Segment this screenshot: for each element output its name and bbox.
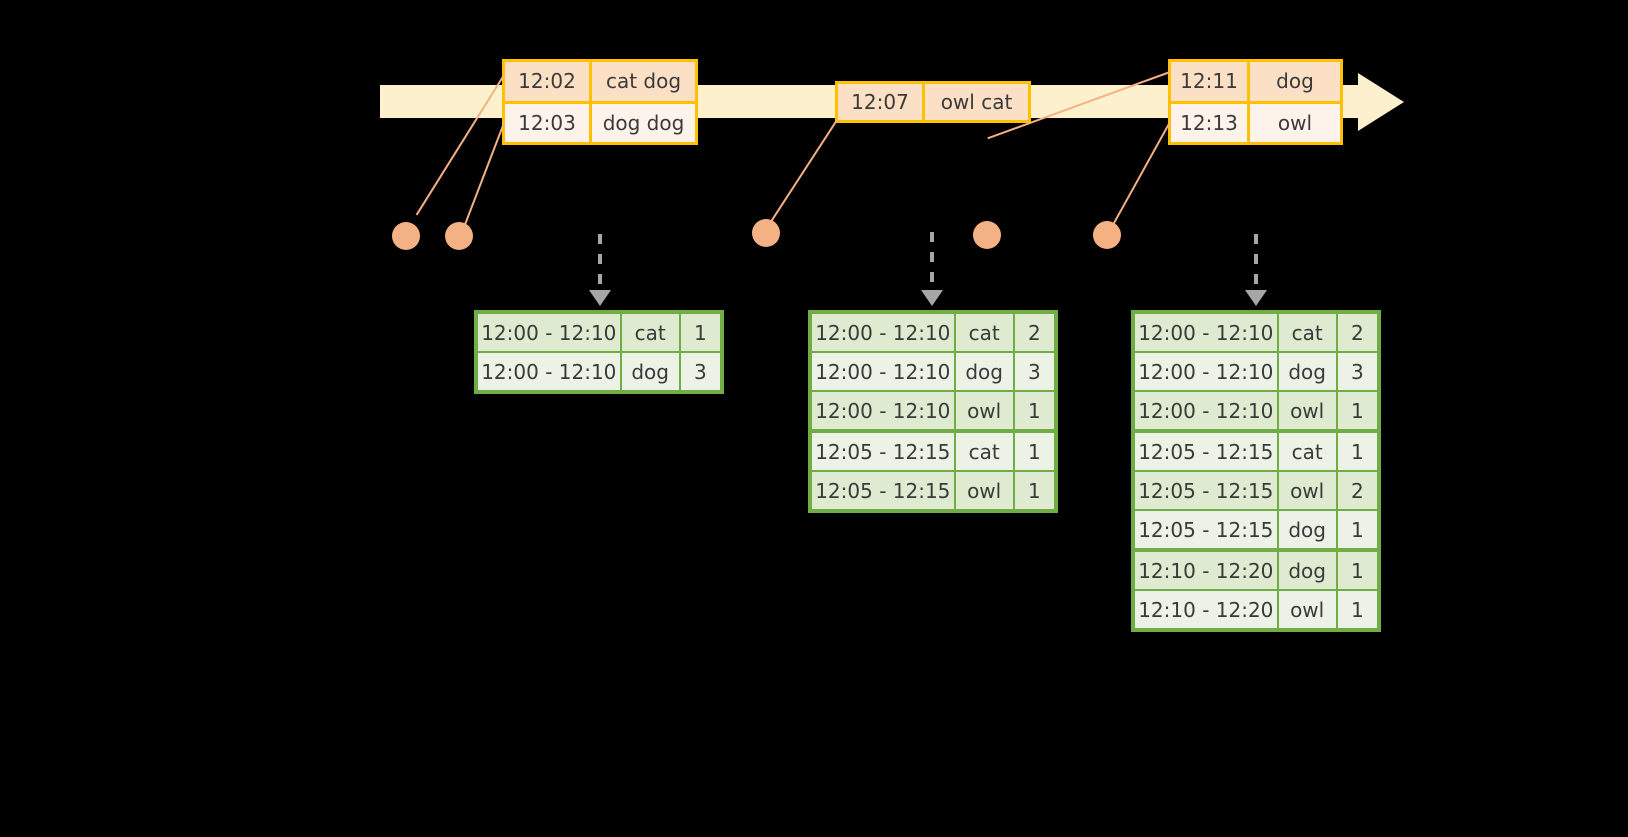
key-cell: cat xyxy=(1279,314,1338,351)
key-cell: dog xyxy=(1279,552,1338,589)
count-cell: 1 xyxy=(1350,439,1364,464)
key-cell: cat xyxy=(956,314,1015,351)
window-cell: 12:05 - 12:15 xyxy=(1135,433,1279,470)
marker-dot-3 xyxy=(752,219,780,247)
key-cell: owl xyxy=(956,472,1015,509)
event-time: 12:07 xyxy=(838,84,925,120)
count-cell: 2 xyxy=(1027,320,1041,345)
flow-arrow-3 xyxy=(1245,234,1267,306)
marker-dot-2 xyxy=(445,222,473,250)
window-cell: 12:00 - 12:10 xyxy=(812,392,956,429)
leader-line-3 xyxy=(769,119,838,223)
count-cell: 1 xyxy=(1027,478,1041,503)
window-cell: 12:00 - 12:10 xyxy=(812,314,956,351)
window-cell: 12:00 - 12:10 xyxy=(1135,353,1279,390)
event-box-3: 12:11 dog 12:13 owl xyxy=(1168,59,1343,145)
count-cell: 1 xyxy=(1350,517,1364,542)
event-box-1: 12:02 cat dog 12:03 dog dog xyxy=(502,59,698,145)
window-cell: 12:00 - 12:10 xyxy=(478,353,622,390)
event-time: 12:03 xyxy=(505,103,592,142)
key-cell: owl xyxy=(1279,392,1338,429)
marker-dot-5 xyxy=(1093,221,1121,249)
key-cell: owl xyxy=(1279,472,1338,509)
marker-dot-1 xyxy=(392,222,420,250)
leader-line-2 xyxy=(460,122,505,234)
count-cell: 1 xyxy=(1350,398,1364,423)
event-row: 12:03 dog dog xyxy=(505,100,695,142)
count-cell: 3 xyxy=(1027,359,1041,384)
window-cell: 12:05 - 12:15 xyxy=(812,472,956,509)
event-row: 12:02 cat dog xyxy=(505,62,695,101)
event-value: owl cat xyxy=(940,90,1013,114)
window-cell: 12:00 - 12:10 xyxy=(1135,314,1279,351)
timeline-arrowhead-icon xyxy=(1358,73,1404,131)
event-value: dog dog xyxy=(602,110,685,135)
leader-line-5 xyxy=(1104,121,1171,239)
flow-arrow-2 xyxy=(921,232,943,306)
event-value: cat dog xyxy=(605,69,682,94)
event-time: 12:02 xyxy=(505,62,592,101)
key-cell: dog xyxy=(956,353,1015,390)
count-cell: 1 xyxy=(1350,558,1364,583)
window-cell: 12:05 - 12:15 xyxy=(1135,511,1279,548)
event-time: 12:13 xyxy=(1171,103,1250,142)
window-cell: 12:05 - 12:15 xyxy=(1135,472,1279,509)
count-cell: 3 xyxy=(693,359,707,384)
key-cell: cat xyxy=(1279,433,1338,470)
key-cell: cat xyxy=(622,314,681,351)
key-cell: dog xyxy=(622,353,681,390)
event-row: 12:11 dog xyxy=(1171,62,1340,101)
event-box-2: 12:07 owl cat xyxy=(835,81,1031,123)
key-cell: owl xyxy=(956,392,1015,429)
key-cell: owl xyxy=(1279,591,1338,628)
count-cell: 1 xyxy=(693,320,707,345)
count-cell: 1 xyxy=(1027,439,1041,464)
flow-arrow-1 xyxy=(589,234,611,306)
key-cell: dog xyxy=(1279,511,1338,548)
window-cell: 12:10 - 12:20 xyxy=(1135,552,1279,589)
count-cell: 2 xyxy=(1350,478,1364,503)
window-cell: 12:00 - 12:10 xyxy=(478,314,622,351)
window-cell: 12:00 - 12:10 xyxy=(1135,392,1279,429)
count-cell: 3 xyxy=(1350,359,1364,384)
event-row: 12:13 owl xyxy=(1171,100,1340,142)
count-cell: 2 xyxy=(1350,320,1364,345)
event-value: owl xyxy=(1277,110,1313,135)
window-cell: 12:10 - 12:20 xyxy=(1135,591,1279,628)
event-value: dog xyxy=(1276,69,1314,94)
event-time: 12:11 xyxy=(1171,62,1250,101)
window-cell: 12:05 - 12:15 xyxy=(812,433,956,470)
key-cell: dog xyxy=(1279,353,1338,390)
count-cell: 1 xyxy=(1027,398,1041,423)
count-cell: 1 xyxy=(1350,597,1364,622)
event-row: 12:07 owl cat xyxy=(838,84,1028,120)
window-cell: 12:00 - 12:10 xyxy=(812,353,956,390)
key-cell: cat xyxy=(956,433,1015,470)
marker-dot-4 xyxy=(973,221,1001,249)
